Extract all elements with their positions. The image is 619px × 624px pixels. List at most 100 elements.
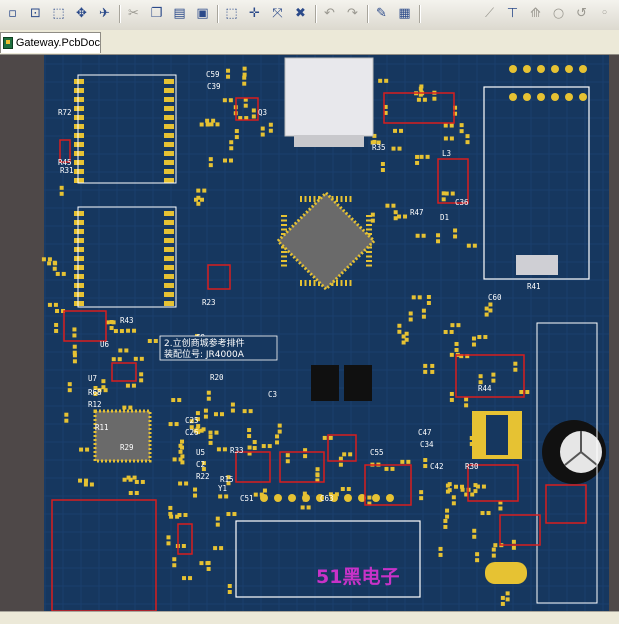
place-via-icon[interactable]: ○ bbox=[552, 6, 565, 21]
smd-pad bbox=[511, 539, 516, 544]
selected-component-outline[interactable] bbox=[63, 310, 107, 342]
cut-icon[interactable]: ✂ bbox=[128, 6, 139, 21]
route-interactive-icon[interactable]: ⟋ bbox=[484, 6, 495, 21]
component-designator: Q3 bbox=[258, 108, 267, 117]
selected-component-outline[interactable] bbox=[437, 158, 469, 204]
selected-component-outline[interactable] bbox=[59, 139, 71, 163]
mosfet-2[interactable] bbox=[344, 365, 372, 401]
smd-pad bbox=[415, 154, 420, 159]
route-differential-icon[interactable]: ⟰ bbox=[530, 6, 541, 21]
smd-pad bbox=[262, 488, 267, 493]
zoom-fit-icon[interactable]: ⊡ bbox=[30, 6, 41, 21]
selected-component-outline[interactable] bbox=[455, 354, 525, 398]
smd-pad bbox=[208, 440, 213, 445]
smd-pad bbox=[169, 514, 174, 519]
component-designator: U5 bbox=[196, 448, 205, 457]
smd-pad bbox=[475, 558, 480, 563]
smd-pad bbox=[194, 197, 199, 202]
selected-component-outline[interactable] bbox=[235, 451, 271, 483]
selected-component-outline[interactable] bbox=[499, 514, 541, 546]
place-string-icon[interactable]: ◦ bbox=[600, 6, 609, 21]
smd-pad bbox=[59, 185, 64, 190]
smd-pad bbox=[384, 78, 389, 83]
selected-component-outline[interactable] bbox=[383, 92, 455, 124]
module-pad bbox=[164, 97, 174, 102]
smd-pad bbox=[84, 478, 89, 483]
rubber-stamp-icon[interactable]: ▣ bbox=[196, 6, 209, 21]
mosfet-1[interactable] bbox=[311, 365, 339, 401]
module-footprint-top[interactable] bbox=[77, 74, 177, 184]
ethernet-connector[interactable] bbox=[51, 499, 157, 611]
smd-pad bbox=[126, 328, 131, 333]
component-designator: D1 bbox=[440, 213, 449, 222]
route-multiple-icon[interactable]: ⊤ bbox=[506, 6, 519, 21]
selected-component-outline[interactable] bbox=[235, 97, 259, 121]
arc-icon[interactable]: ↺ bbox=[576, 6, 587, 21]
smd-pad bbox=[172, 457, 177, 462]
move-icon[interactable]: ✛ bbox=[249, 6, 260, 21]
redo-icon[interactable]: ↷ bbox=[347, 6, 358, 21]
smd-pad bbox=[248, 409, 253, 414]
smd-pad bbox=[132, 328, 137, 333]
right-edge-connector[interactable] bbox=[536, 322, 598, 604]
undo-icon[interactable]: ↶ bbox=[324, 6, 335, 21]
selected-component-outline[interactable] bbox=[545, 484, 587, 524]
selected-component-outline[interactable] bbox=[327, 434, 357, 462]
mcu-chip[interactable] bbox=[275, 190, 377, 292]
sd-card-socket[interactable] bbox=[235, 520, 421, 598]
module-pad bbox=[74, 229, 84, 234]
filter-icon[interactable]: ✈ bbox=[99, 6, 110, 21]
module-footprint-bottom[interactable] bbox=[77, 206, 177, 308]
qfp-pad bbox=[366, 228, 372, 231]
smd-pad bbox=[259, 492, 264, 497]
smd-pad bbox=[168, 511, 173, 516]
copy-icon[interactable]: ❐ bbox=[150, 6, 163, 21]
document-tab-gateway[interactable]: Gateway.PcbDoc bbox=[0, 32, 101, 53]
module-pad bbox=[74, 283, 84, 288]
ethernet-phy-chip[interactable] bbox=[93, 409, 152, 463]
usb-connector[interactable] bbox=[284, 57, 374, 137]
smd-pad bbox=[449, 136, 454, 141]
component-designator: U6 bbox=[100, 340, 110, 349]
smd-pad bbox=[180, 439, 185, 444]
selected-component-outline[interactable] bbox=[467, 464, 519, 502]
smd-pad bbox=[277, 429, 282, 434]
smd-pad bbox=[78, 478, 83, 483]
selected-component-outline[interactable] bbox=[111, 362, 137, 382]
pcb-design-canvas[interactable]: Q3R72C59C39R31R23C9R20R35C47C25C26C42C34… bbox=[0, 55, 619, 623]
zoom-selection-icon[interactable]: ✥ bbox=[76, 6, 87, 21]
smd-pad bbox=[226, 481, 231, 486]
selected-component-outline[interactable] bbox=[279, 451, 325, 483]
move-selection-icon[interactable]: ⤧ bbox=[272, 6, 283, 21]
smd-pad bbox=[242, 66, 247, 71]
smd-pad bbox=[449, 123, 454, 128]
smd-pad bbox=[180, 460, 185, 465]
smd-pad bbox=[491, 372, 496, 377]
smd-pad bbox=[126, 475, 131, 480]
selected-component-outline[interactable] bbox=[364, 464, 412, 506]
smd-pad bbox=[454, 341, 459, 346]
component-icon[interactable]: ▦ bbox=[398, 6, 411, 21]
assembly-note-box bbox=[159, 335, 278, 361]
open-icon[interactable]: ▫ bbox=[8, 6, 17, 21]
paste-icon[interactable]: ▤ bbox=[173, 6, 186, 21]
rf-module[interactable] bbox=[483, 86, 590, 280]
cross-probe-icon[interactable]: ✎ bbox=[376, 6, 387, 21]
deselect-icon[interactable]: ✖ bbox=[295, 6, 306, 21]
component-designator: C2 bbox=[196, 460, 205, 469]
smd-pad bbox=[383, 104, 388, 109]
buzzer[interactable] bbox=[485, 562, 527, 584]
smd-pad bbox=[189, 425, 194, 430]
smd-pad bbox=[139, 356, 144, 361]
smd-pad bbox=[418, 92, 423, 97]
smd-pad bbox=[302, 491, 307, 496]
pcb-board-view[interactable]: Q3R72C59C39R31R23C9R20R35C47C25C26C42C34… bbox=[0, 55, 619, 611]
qfp-pad bbox=[281, 246, 287, 249]
smd-pad bbox=[83, 482, 88, 487]
selected-component-outline[interactable] bbox=[177, 523, 193, 555]
selected-component-outline[interactable] bbox=[207, 264, 231, 290]
smd-pad bbox=[101, 385, 106, 390]
zoom-area-icon[interactable]: ⬚ bbox=[52, 6, 65, 21]
select-area-icon[interactable]: ⬚ bbox=[225, 6, 238, 21]
component-designator: R23 bbox=[202, 298, 216, 307]
